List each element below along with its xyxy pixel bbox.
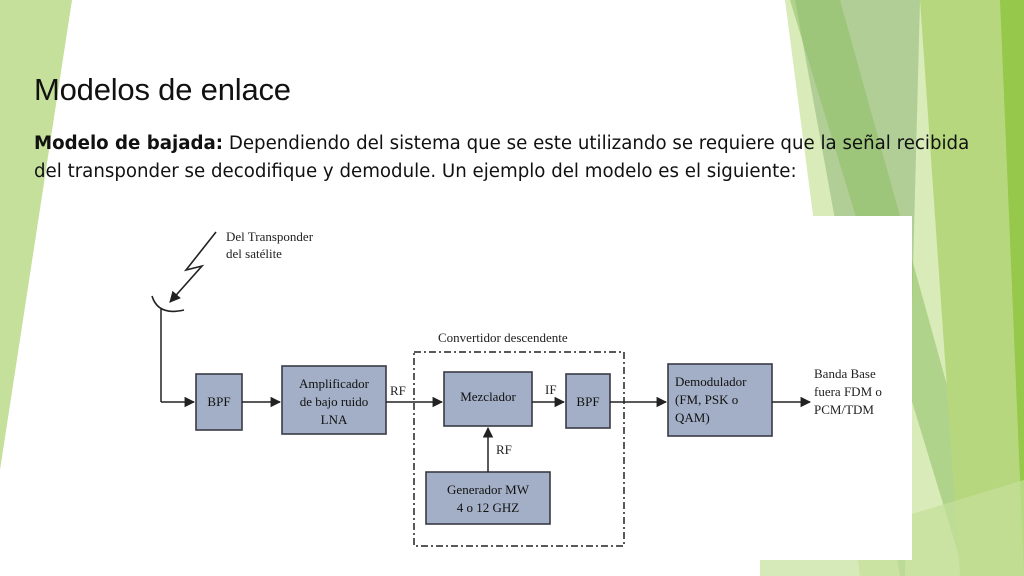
lna-box xyxy=(281,365,387,435)
signal-lightning-arrow xyxy=(169,231,217,303)
if-label: IF xyxy=(545,382,557,397)
bpf-box-2 xyxy=(565,373,611,429)
slide-body: Modelo de bajada: Dependiendo del sistem… xyxy=(34,130,1004,185)
output-label-line1: Banda Base xyxy=(814,366,876,381)
lna-label-line1: Amplificador xyxy=(299,376,370,391)
body-line2-text: del transponder se decodifique y demodul… xyxy=(34,160,797,182)
generator-label-line1: Generador MW xyxy=(447,482,530,497)
lna-label-line2: de bajo ruido xyxy=(300,394,369,409)
source-label-line1: Del Transponder xyxy=(226,229,314,244)
bpf-box-1 xyxy=(195,373,243,431)
generator-label-line2: 4 o 12 GHZ xyxy=(457,500,520,515)
slide-title: Modelos de enlace xyxy=(34,72,291,107)
demodulator-box xyxy=(667,363,773,437)
source-label-line2: del satélite xyxy=(226,246,282,261)
body-label: Modelo de bajada: xyxy=(34,133,224,154)
dish-antenna-icon xyxy=(151,295,185,313)
lna-label-line3: LNA xyxy=(321,412,348,427)
demod-label-line1: Demodulador xyxy=(675,374,747,389)
right-green-shape-edge xyxy=(1000,0,1024,576)
demod-label-line3: QAM) xyxy=(675,410,710,425)
mixer-label: Mezclador xyxy=(460,389,516,404)
output-label-line3: PCM/TDM xyxy=(814,402,874,417)
output-label-line2: fuera FDM o xyxy=(814,384,882,399)
generator-box xyxy=(425,471,551,525)
diagram-canvas: Del Transponder del satélite Convertidor… xyxy=(151,229,882,547)
converter-label: Convertidor descendente xyxy=(438,330,568,345)
right-green-shape-front xyxy=(920,0,1024,576)
mixer-box xyxy=(443,371,533,427)
rf-label-1: RF xyxy=(390,383,406,398)
rf-label-2: RF xyxy=(496,442,512,457)
downlink-diagram: Del Transponder del satélite Convertidor… xyxy=(128,216,912,560)
demod-label-line2: (FM, PSK o xyxy=(675,392,738,407)
left-green-triangle xyxy=(0,0,72,470)
converter-region xyxy=(413,351,625,547)
bpf-box-1-label: BPF xyxy=(207,394,230,409)
bpf-box-2-label: BPF xyxy=(576,394,599,409)
body-line1-text: Dependiendo del sistema que se este util… xyxy=(223,133,970,154)
